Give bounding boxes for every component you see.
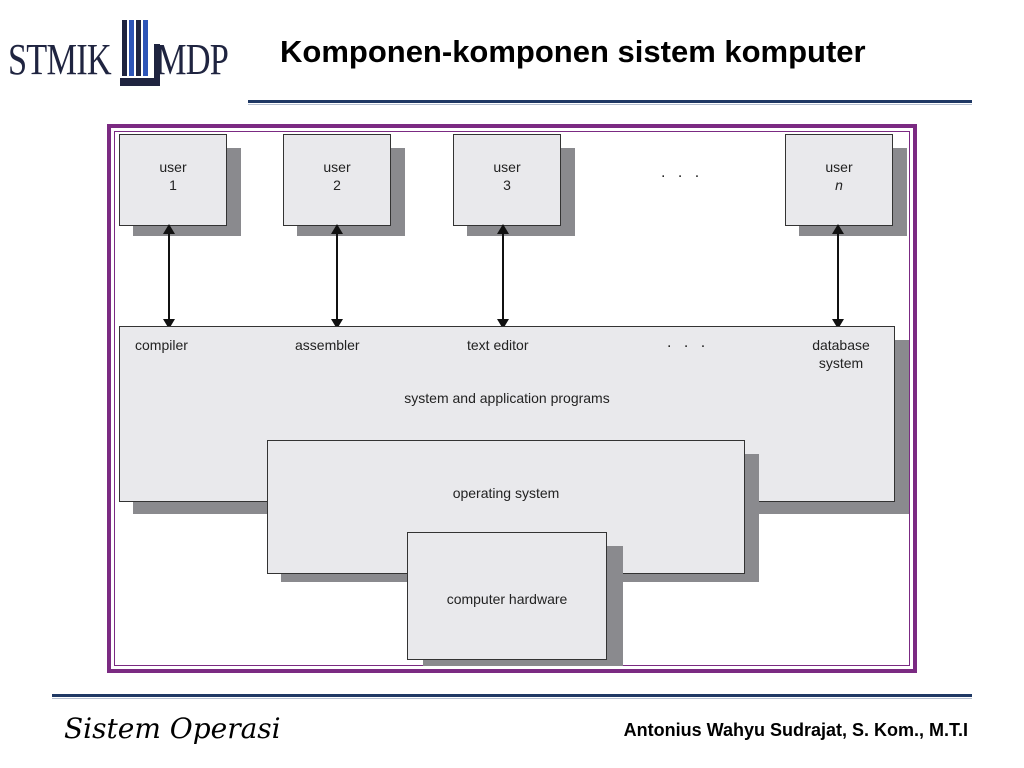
stmik-mdp-logo: STMIK MDP (8, 14, 240, 94)
hardware-layer (407, 532, 607, 660)
user-ellipsis: . . . (661, 164, 704, 181)
program-database-system: database system (801, 336, 881, 372)
program-ellipsis: . . . (667, 334, 710, 351)
user-1-line2: 1 (169, 177, 177, 193)
layer-programs-label: system and application programs (404, 390, 610, 406)
program-text-editor: text editor (467, 337, 529, 353)
user-2-line2: 2 (333, 177, 341, 193)
database-line1: database (812, 337, 870, 353)
program-compiler: compiler (135, 337, 188, 353)
author-name: Antonius Wahyu Sudrajat, S. Kom., M.T.I (623, 720, 968, 740)
user-3-line2: 3 (503, 177, 511, 193)
user-2-line1: user (323, 159, 351, 175)
user-3-label: user 3 (453, 158, 561, 194)
user-1-arrow (163, 224, 175, 329)
user-box-n (785, 134, 893, 226)
course-name: Sistem Operasi (64, 712, 281, 745)
logo-text-stmik: STMIK (8, 35, 112, 84)
database-line2: system (818, 355, 864, 371)
header-rule (248, 100, 972, 105)
user-3-arrow (497, 224, 509, 329)
user-box-1 (119, 134, 227, 226)
diagram-frame: user 1 user 2 user 3 . . . user n compil… (107, 124, 917, 673)
user-n-label: user n (785, 158, 893, 194)
user-n-line2: n (835, 177, 843, 193)
user-box-2 (283, 134, 391, 226)
user-1-line1: user (159, 159, 187, 175)
logo-text-mdp: MDP (156, 35, 229, 84)
user-2-arrow (331, 224, 343, 329)
user-3-line1: user (493, 159, 521, 175)
logo-emblem-icon (120, 20, 160, 86)
user-n-line1: user (825, 159, 853, 175)
user-1-label: user 1 (119, 158, 227, 194)
slide-title: Komponen-komponen sistem komputer (280, 34, 866, 69)
user-2-label: user 2 (283, 158, 391, 194)
layer-hardware-label: computer hardware (446, 591, 568, 607)
footer-rule (52, 694, 972, 699)
user-n-arrow (832, 224, 844, 329)
program-assembler: assembler (295, 337, 360, 353)
user-box-3 (453, 134, 561, 226)
layer-os-label: operating system (452, 485, 560, 501)
